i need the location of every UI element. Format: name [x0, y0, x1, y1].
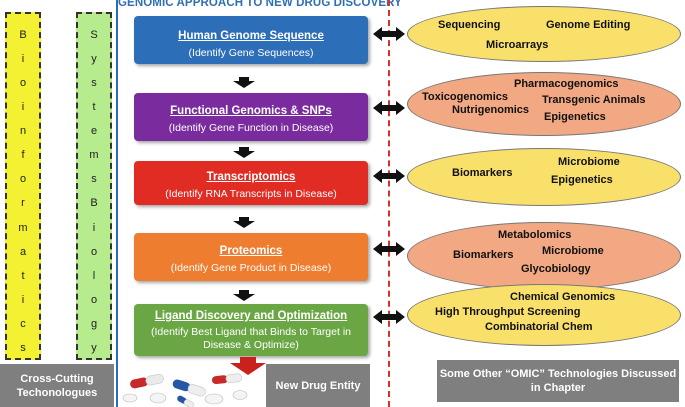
down-arrow-icon	[233, 77, 255, 88]
stage-ligand-discovery: Ligand Discovery and Optimization (Ident…	[134, 304, 368, 356]
omic-label: Microbiome	[558, 156, 620, 168]
omic-label: Glycobiology	[521, 263, 591, 275]
bar-letter: i	[92, 221, 96, 234]
omic-label: High Throughput Screening	[435, 306, 581, 318]
bar-letter: i	[21, 293, 25, 306]
other-omic-label: Some Other “OMIC” Technologies Discussed…	[437, 360, 679, 402]
omic-oval-5: Chemical Genomics High Throughput Screen…	[407, 284, 681, 346]
bar-letter: r	[21, 197, 25, 210]
bar-letter: n	[19, 125, 27, 138]
omic-label: Nutrigenomics	[452, 104, 530, 116]
omic-label: Microarrays	[486, 39, 549, 51]
bar-letter: o	[19, 173, 27, 186]
omic-oval-4: Metabolomics Biomarkers Microbiome Glyco…	[407, 222, 681, 290]
omic-label: Pharmacogenomics	[514, 78, 619, 90]
stage-subtitle: (Identify Gene Function in Disease)	[168, 122, 334, 134]
down-arrow-icon	[233, 290, 255, 301]
bar-letter: s	[91, 77, 97, 90]
systems-biology-bar: S y s t e m s B i o l o g y	[76, 12, 112, 360]
bar-letter: y	[91, 53, 97, 66]
stage-transcriptomics: Transcriptomics (Identify RNA Transcript…	[134, 161, 368, 205]
stage-heading: Functional Genomics & SNPs	[170, 105, 332, 117]
bar-letter: y	[91, 341, 97, 354]
stage-subtitle: (Identify Best Ligand that Binds to Targ…	[150, 326, 351, 351]
stage-proteomics: Proteomics (Identify Gene Product in Dis…	[134, 233, 368, 281]
stage-subtitle: (Identify Gene Product in Disease)	[170, 262, 332, 274]
omic-label: Transgenic Animals	[542, 94, 646, 106]
bar-letter: s	[91, 173, 97, 186]
omic-oval-3: Biomarkers Microbiome Epigenetics	[407, 148, 681, 206]
omic-label: Microbiome	[542, 245, 604, 257]
omic-label: Biomarkers	[453, 249, 514, 261]
bar-letter: m	[18, 221, 28, 234]
bar-letter: i	[21, 101, 25, 114]
bar-letter: S	[90, 29, 98, 41]
bar-letter: c	[20, 317, 26, 330]
bar-letter: l	[92, 269, 96, 282]
bar-letter: B	[90, 197, 98, 210]
double-arrow-icon	[373, 27, 405, 41]
stage-heading: Human Genome Sequence	[178, 30, 324, 42]
pills-image	[122, 373, 248, 407]
stage-functional-genomics: Functional Genomics & SNPs (Identify Gen…	[134, 93, 368, 141]
bar-letter: a	[19, 245, 27, 258]
left-divider-line	[116, 0, 118, 407]
bar-letter: B	[19, 29, 27, 41]
bar-letter: s	[20, 341, 26, 354]
bar-letter: m	[89, 149, 99, 162]
bar-letter: o	[90, 293, 98, 306]
bar-letter: e	[90, 125, 98, 138]
bioinformatics-bar: B i o i n f o r m a t i c s	[5, 12, 41, 360]
omic-label: Genome Editing	[546, 19, 631, 31]
bar-letter: g	[90, 317, 98, 330]
omic-label: Epigenetics	[551, 174, 613, 186]
diagram-title: GENOMIC APPROACH TO NEW DRUG DISCOVERY	[118, 0, 402, 9]
stage-heading: Proteomics	[219, 245, 283, 257]
red-down-arrow-icon	[230, 357, 266, 375]
stage-human-genome: Human Genome Sequence (Identify Gene Seq…	[134, 16, 368, 64]
bar-letter: o	[90, 245, 98, 258]
bar-letter: t	[92, 101, 96, 114]
double-arrow-icon	[373, 169, 405, 183]
double-arrow-icon	[373, 242, 405, 256]
down-arrow-icon	[233, 147, 255, 158]
omic-label: Combinatorial Chem	[485, 321, 593, 333]
cross-cutting-label: Cross-Cutting Techonologues	[0, 364, 114, 407]
red-dashed-divider	[388, 0, 390, 407]
new-drug-entity-label: New Drug Entity	[266, 364, 370, 407]
omic-oval-1: Sequencing Genome Editing Microarrays	[407, 6, 681, 62]
omic-label: Chemical Genomics	[510, 291, 616, 303]
bar-letter: f	[21, 149, 25, 162]
omic-label: Biomarkers	[452, 167, 513, 179]
omic-label: Metabolomics	[498, 229, 572, 241]
bar-letter: i	[21, 53, 25, 66]
down-arrow-icon	[233, 217, 255, 228]
stage-subtitle: (Identify Gene Sequences)	[188, 47, 314, 59]
omic-label: Epigenetics	[544, 111, 606, 123]
omic-oval-2: Pharmacogenomics Toxicogenomics Transgen…	[407, 72, 681, 136]
double-arrow-icon	[373, 101, 405, 115]
double-arrow-icon	[373, 310, 405, 324]
bar-letter: o	[19, 77, 27, 90]
bar-letter: t	[21, 269, 25, 282]
omic-label: Sequencing	[438, 19, 501, 31]
omic-label: Toxicogenomics	[422, 91, 508, 103]
stage-heading: Ligand Discovery and Optimization	[154, 310, 348, 322]
stage-heading: Transcriptomics	[206, 171, 296, 183]
stage-subtitle: (Identify RNA Transcripts in Disease)	[165, 188, 337, 200]
